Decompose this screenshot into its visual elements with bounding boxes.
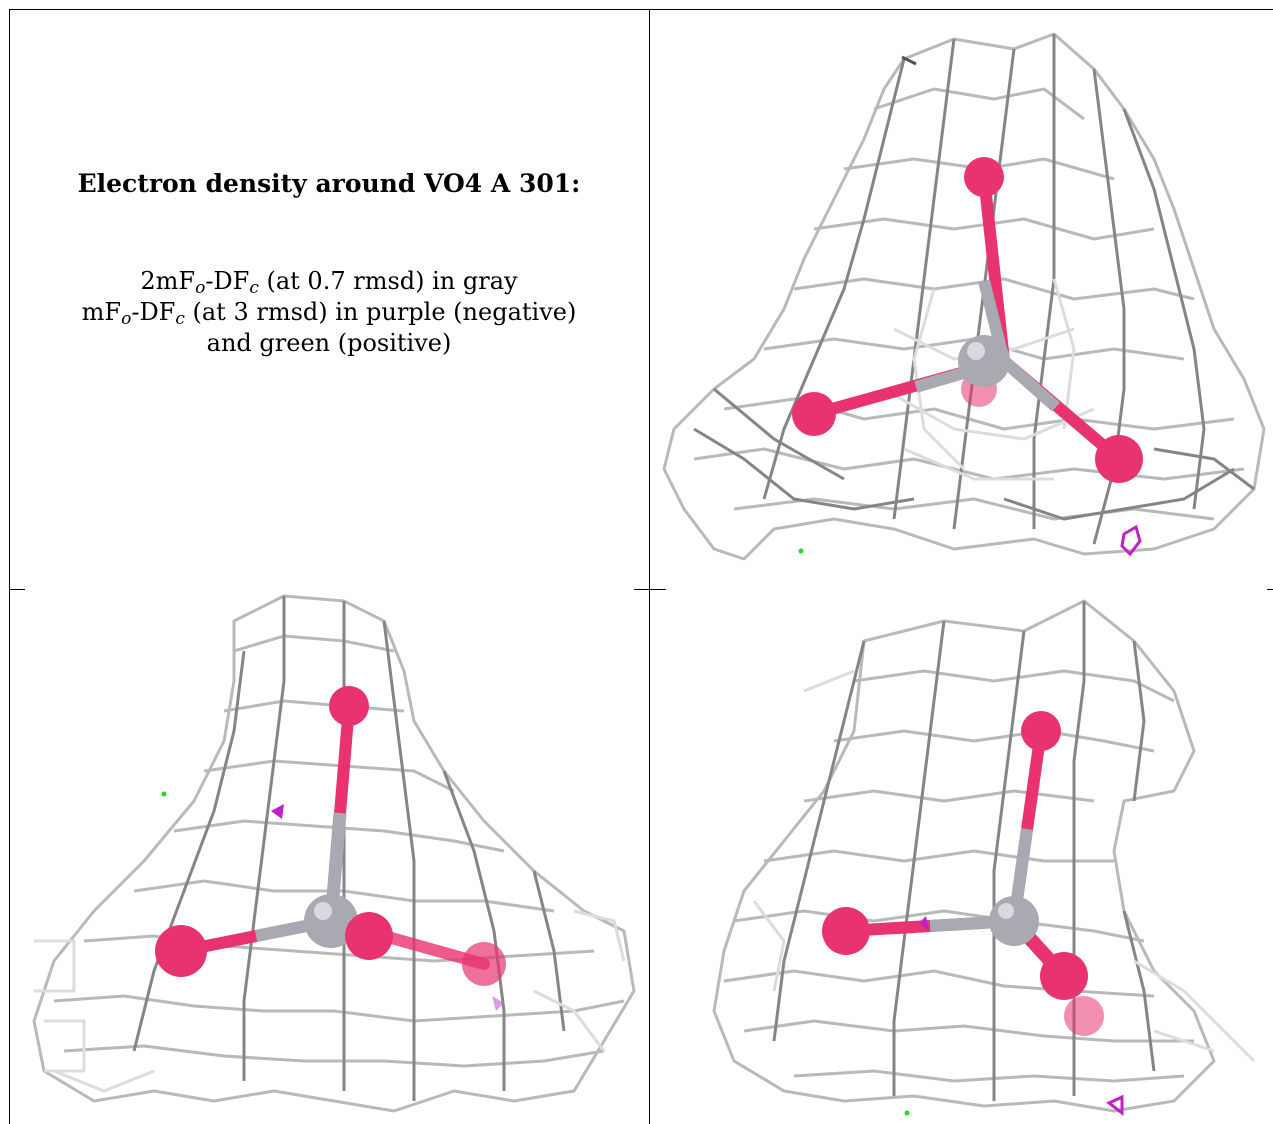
- caption-line-2: mFo-DFc (at 3 rmsd) in purple (negative): [81, 298, 577, 329]
- oxygen-atom-top: [1021, 711, 1061, 751]
- oxygen-atom-back: [1064, 996, 1104, 1036]
- caption-title: Electron density around VO4 A 301:: [77, 169, 581, 198]
- oxygen-atom-left: [792, 392, 836, 436]
- negative-density-blob: [1120, 524, 1142, 557]
- density-view-bottom-right: [654, 591, 1269, 1121]
- caption-cell: Electron density around VO4 A 301: 2mFo-…: [9, 9, 649, 589]
- figure-grid: Electron density around VO4 A 301: 2mFo-…: [9, 9, 1273, 1124]
- positive-density-blob: [161, 791, 167, 797]
- center-divider: [649, 9, 650, 1124]
- middle-divider-left: [9, 589, 25, 590]
- left-border: [9, 9, 10, 1124]
- oxygen-atom-left: [155, 925, 207, 977]
- density-render-3: [712, 599, 1256, 1117]
- vanadium-atom: [958, 335, 1010, 387]
- caption-line-3: and green (positive): [206, 329, 452, 357]
- gray-density-mesh: [712, 599, 1256, 1113]
- oxygen-atom-right: [1095, 435, 1143, 483]
- density-view-top-right: [654, 29, 1269, 584]
- gray-density-mesh: [662, 32, 1266, 561]
- negative-density-blob: [271, 804, 284, 819]
- oxygen-atom-right: [1040, 952, 1088, 1000]
- negative-density-blob: [919, 916, 929, 931]
- middle-divider-right: [634, 589, 666, 590]
- oxygen-atom-top: [329, 686, 369, 726]
- density-view-bottom-left: [14, 591, 646, 1121]
- caption-line-1: 2mFo-DFc (at 0.7 rmsd) in gray: [140, 267, 518, 298]
- vanadium-atom: [989, 896, 1039, 946]
- negative-density-blob: [492, 996, 504, 1011]
- oxygen-atom-right: [462, 942, 506, 986]
- caption-body: 2mFo-DFc (at 0.7 rmsd) in gray mFo-DFc (…: [82, 266, 577, 359]
- positive-density-blob: [798, 548, 804, 554]
- oxygen-atom-front: [345, 912, 393, 960]
- positive-density-blob: [904, 1110, 910, 1116]
- gray-density-mesh: [32, 594, 636, 1113]
- middle-divider-end: [1267, 589, 1273, 590]
- negative-density-blob: [1106, 1094, 1124, 1117]
- top-border: [9, 9, 1273, 10]
- oxygen-atom-left: [822, 907, 870, 955]
- density-render-2: [32, 594, 636, 1113]
- oxygen-atom-top: [964, 157, 1004, 197]
- density-render-1: [662, 32, 1266, 561]
